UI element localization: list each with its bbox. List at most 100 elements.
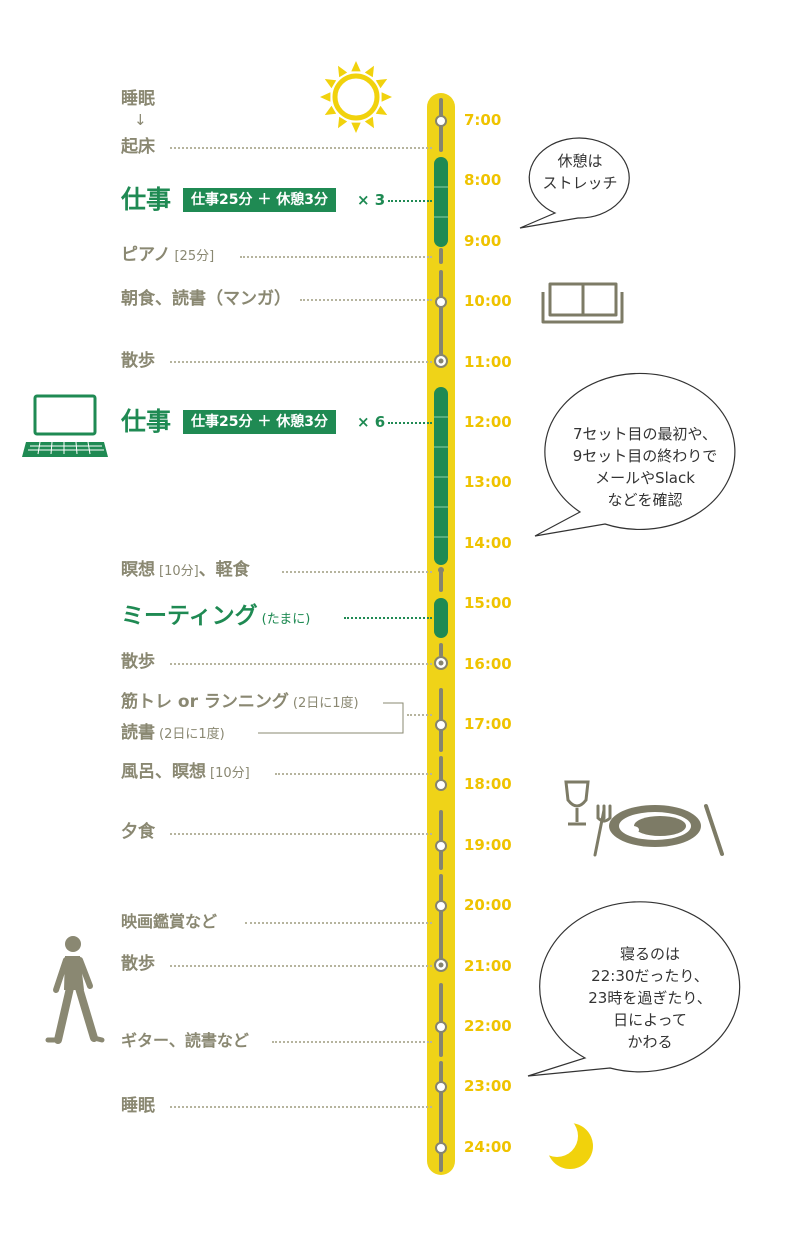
sun-ray [324,79,337,89]
bubble-3-line-5: かわる [627,1033,673,1051]
time-label-1400: 14:00 [464,534,512,552]
laptop-icon [22,394,108,457]
work-pill-1: 仕事25分 ＋ 休憩3分 [183,188,336,212]
sun-ray [381,92,392,102]
training-sub: (2日に1度) [292,696,359,711]
activity-training: 筋トレ or ランニング(2日に1度) [121,694,359,711]
bubble-2-line-4: などを確認 [607,491,683,509]
time-label-1300: 13:00 [464,473,512,491]
sun-ray [338,65,348,78]
bath-sub: [10分] [210,766,250,781]
arrow-down: ↓ [134,111,147,129]
hour-marker-2200 [435,1021,447,1033]
hour-marker-1800 [435,779,447,791]
meditation-sub: [10分] [159,564,199,579]
leader-bath [275,773,432,775]
activity-bath: 風呂、瞑想[10分] [121,764,250,781]
hour-marker-1700 [435,719,447,731]
hour-marker-1900 [435,840,447,852]
activity-walk-3: 散歩 [121,954,155,974]
activity-meditation: 瞑想[10分]、軽食 [121,562,250,579]
meditation-label: 瞑想 [121,560,155,580]
work-block-dividers [434,186,448,538]
hour-markers [435,115,447,1154]
activity-walk-2: 散歩 [121,652,155,672]
bubble-1-shape [519,137,630,229]
work-mult-1: × 3 [357,191,386,209]
training-label: 筋トレ or ランニング [121,692,289,712]
leader-movie [245,922,432,924]
bubble-3-line-1: 寝るのは [619,945,680,963]
hour-marker-2400 [435,1142,447,1154]
activity-guitar: ギター、読書など [121,1031,249,1050]
activity-piano: ピアノ[25分] [121,247,214,264]
wine-glass-icon [564,780,590,826]
sun-ray [338,116,348,129]
knife-icon [704,804,724,856]
book-icon [541,282,624,324]
hour-marker-1000 [435,296,447,308]
plate-icon [609,805,701,847]
moon-icon [536,1115,593,1169]
sun-ray [375,79,388,89]
bubble-1-line-1: 休憩は [557,152,603,170]
leader-walk-2 [170,663,432,665]
bubble-2-line-3: メールやSlack [595,469,695,487]
sun-ray [320,92,331,102]
meeting-label: ミーティング [121,603,258,629]
activity-movie: 映画鑑賞など [121,912,218,931]
time-label-1000: 10:00 [464,292,512,310]
bubble-1-text: 休憩は ストレッチ [520,150,640,194]
bubble-3-text: 寝るのは 22:30だったり、 23時を過ぎたり、 日によって かわる [545,943,755,1053]
leader-work-2 [388,422,432,424]
sun-icon [320,61,392,133]
bubble-2-line-2: 9セット目の終わりで [572,447,718,465]
leader-sleep-bottom [170,1106,432,1108]
leader-piano [240,256,432,258]
hour-marker-700 [435,115,447,127]
activity-walk-1: 散歩 [121,351,155,371]
hour-marker-2300 [435,1081,447,1093]
leader-work-1 [388,200,432,202]
meeting-sub: (たまに) [261,612,311,627]
fork-icon [593,804,612,857]
piano-sub: [25分] [174,249,215,264]
time-label-1100: 11:00 [464,353,512,371]
sun-ray [324,105,337,115]
time-label-1600: 16:00 [464,655,512,673]
time-label-2100: 21:00 [464,957,512,975]
activity-meeting: ミーティング(たまに) [121,605,310,628]
time-label-700: 7:00 [464,111,502,129]
time-label-2000: 20:00 [464,896,512,914]
bracket-connector [258,702,404,734]
time-label-800: 8:00 [464,171,502,189]
bubble-3-line-4: 日によって [613,1011,687,1029]
hour-marker-2000 [435,900,447,912]
time-label-1800: 18:00 [464,775,512,793]
bubble-1-line-2: ストレッチ [542,174,618,192]
sun-ray [375,105,388,115]
walking-person-icon [45,936,105,1044]
activity-breakfast: 朝食、読書（マンガ） [121,289,291,309]
bubble-3-line-3: 23時を過ぎたり、 [588,989,712,1007]
leader-meditation [282,571,432,573]
leader-training [407,714,432,716]
activity-work-2: 仕事 [121,407,172,436]
bubble-2-line-1: 7セット目の最初や、 [572,425,718,443]
reading-sub: (2日に1度) [159,727,225,742]
leader-breakfast [300,299,432,301]
bubble-3-shape [527,901,741,1077]
work-pill-2: 仕事25分 ＋ 休憩3分 [183,410,336,434]
activity-sleep-bottom: 睡眠 [121,1096,155,1116]
leader-wake [170,147,432,149]
leader-meeting [344,617,432,619]
time-label-900: 9:00 [464,232,502,250]
leader-guitar [272,1041,432,1043]
time-label-2400: 24:00 [464,1138,512,1156]
sun-ray [351,122,361,133]
activity-wake: 起床 [121,137,155,157]
activity-reading: 読書(2日に1度) [121,725,225,742]
sun-ray [351,61,361,72]
